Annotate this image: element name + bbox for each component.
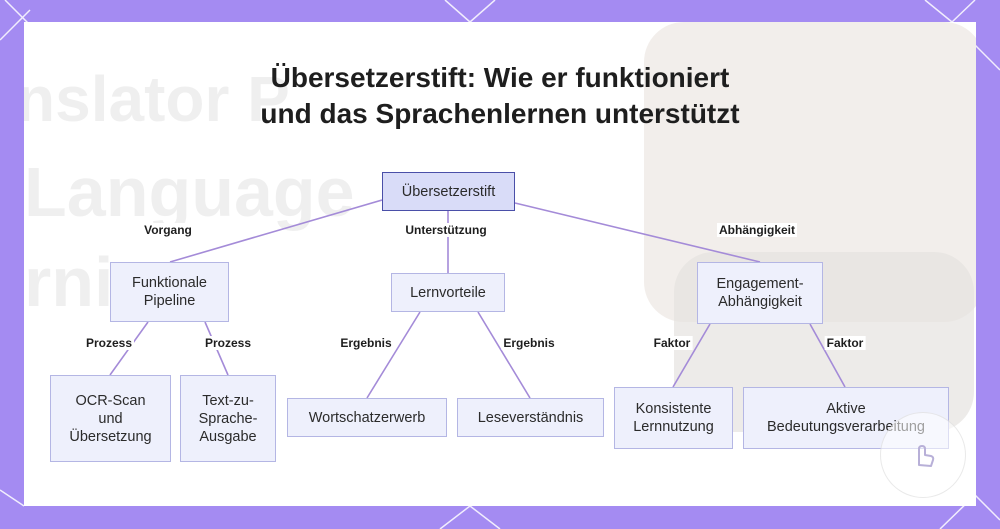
edge-root-engagement — [514, 202, 761, 263]
node-root: Übersetzerstift — [382, 172, 515, 211]
node-consistent-label: Konsistente Lernnutzung — [633, 401, 714, 435]
node-ocr-label: OCR-Scan und Übersetzung — [69, 392, 152, 445]
node-vocab-label: Wortschatzerwerb — [308, 409, 426, 426]
diagram-title: Übersetzerstift: Wie er funktioniert und… — [0, 60, 1000, 132]
node-root-label: Übersetzerstift — [401, 183, 496, 200]
edge-label-prozess-2: Prozess — [202, 336, 254, 350]
node-engagement: Engagement- Abhängigkeit — [697, 262, 823, 324]
edge-label-ergebnis-1: Ergebnis — [338, 336, 394, 350]
node-reading-label: Leseverständnis — [477, 409, 584, 426]
node-tts: Text-zu- Sprache- Ausgabe — [180, 375, 276, 462]
node-consistent: Konsistente Lernnutzung — [614, 387, 733, 449]
edge-benefits-vocab — [366, 311, 421, 399]
node-benefits: Lernvorteile — [391, 273, 505, 312]
background-text-2: Language — [24, 153, 355, 231]
edge-label-ergebnis-2: Ergebnis — [501, 336, 557, 350]
node-ocr: OCR-Scan und Übersetzung — [50, 375, 171, 462]
edge-label-vorgang: Vorgang — [142, 223, 194, 237]
background-text-1: nslator P — [24, 63, 290, 135]
node-reading: Leseverständnis — [457, 398, 604, 437]
edge-label-prozess-1: Prozess — [83, 336, 135, 350]
edge-label-abhaengigkeit: Abhängigkeit — [716, 223, 798, 237]
edge-label-unterstuetzung: Unterstützung — [403, 223, 489, 237]
node-engagement-label: Engagement- Abhängigkeit — [716, 276, 804, 310]
title-line-1: Übersetzerstift: Wie er funktioniert — [270, 62, 730, 93]
edge-engagement-consistent — [672, 323, 711, 388]
edge-engagement-active — [809, 323, 846, 388]
edge-label-faktor-2: Faktor — [824, 336, 866, 350]
node-active-label: Aktive Bedeutungsverarbeitung — [766, 401, 925, 435]
node-tts-label: Text-zu- Sprache- Ausgabe — [198, 392, 258, 445]
node-benefits-label: Lernvorteile — [410, 284, 486, 301]
node-pipeline-label: Funktionale Pipeline — [132, 275, 207, 309]
cursor-hand-icon — [918, 445, 935, 467]
edge-label-faktor-1: Faktor — [651, 336, 693, 350]
edge-root-pipeline — [169, 199, 383, 263]
title-line-2: und das Sprachenlernen unterstützt — [260, 98, 740, 129]
edge-benefits-reading — [477, 311, 531, 399]
node-pipeline: Funktionale Pipeline — [110, 262, 229, 322]
node-vocab: Wortschatzerwerb — [287, 398, 447, 437]
watermark-badge — [880, 412, 966, 498]
